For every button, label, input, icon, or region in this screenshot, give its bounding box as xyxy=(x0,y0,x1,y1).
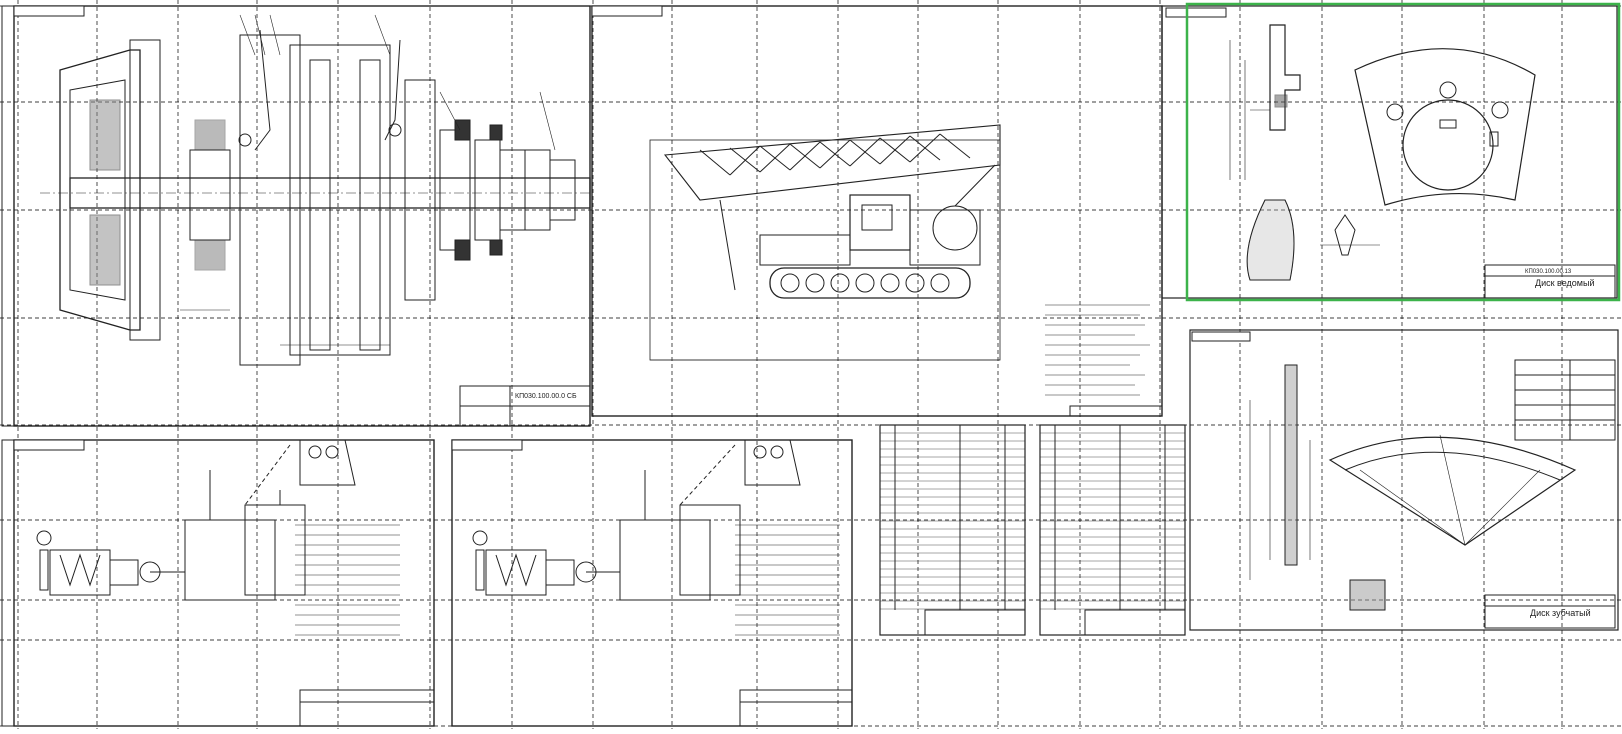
sheet-gear-disk[interactable]: Диск зубчатый xyxy=(1189,329,1619,631)
svg-text:Диск зубчатый: Диск зубчатый xyxy=(1530,608,1591,618)
sheet-spec-list-a[interactable] xyxy=(879,424,1026,636)
sheet-kinematic-scheme-b[interactable] xyxy=(451,439,853,727)
svg-text:Диск ведомый: Диск ведомый xyxy=(1535,278,1595,288)
legend-lines-a xyxy=(295,524,400,636)
sheet-spec-list-b[interactable] xyxy=(1039,424,1186,636)
sheet-gearbox-assembly[interactable]: КП030.100.00.0 СБ xyxy=(1,5,591,427)
track-wheels xyxy=(780,273,950,293)
sheet-crawler-crane[interactable] xyxy=(591,5,1163,417)
sheet-kinematic-scheme-a[interactable] xyxy=(1,439,435,727)
legend-lines-b xyxy=(735,524,840,636)
selection-highlight xyxy=(1185,2,1621,302)
spec-rows-a xyxy=(880,432,1025,610)
svg-text:КП030.100.00.13: КП030.100.00.13 xyxy=(1525,269,1572,275)
spec-rows-b xyxy=(1040,432,1185,610)
legend-notes-block xyxy=(1045,304,1150,396)
svg-text:КП030.100.00.0 СБ: КП030.100.00.0 СБ xyxy=(515,393,577,400)
sheet-drive-disk[interactable]: Диск ведомый КП030.100.00.13 xyxy=(1161,5,1618,299)
